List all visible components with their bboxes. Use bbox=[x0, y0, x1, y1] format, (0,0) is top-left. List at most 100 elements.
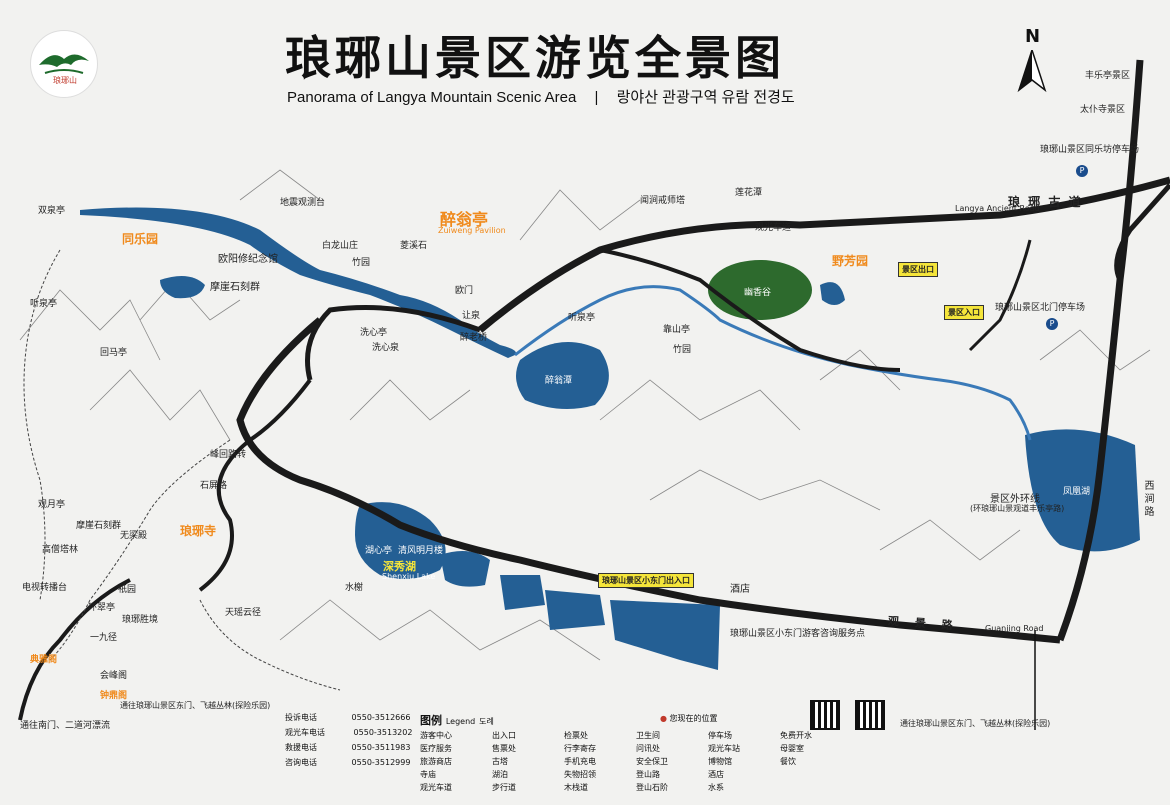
contact-inquiry: 咨询电话 0550-3512999 bbox=[285, 758, 411, 767]
lake-a bbox=[440, 551, 490, 587]
xixin-spring[interactable]: 洗心泉 bbox=[372, 343, 400, 353]
to-south-gate[interactable]: 通往南门、二道河漂流 bbox=[20, 721, 111, 731]
tingquan-pavilion[interactable]: 听泉亭 bbox=[30, 299, 58, 309]
langya-ancient-road bbox=[477, 176, 1170, 333]
bailong-villa[interactable]: 白龙山庄 bbox=[322, 241, 359, 251]
scenic-exit[interactable]: 景区出口 bbox=[898, 262, 938, 277]
fengle-area[interactable]: 丰乐亭景区 bbox=[1085, 71, 1131, 81]
stream-east bbox=[514, 285, 1032, 441]
moya-stone-carvings[interactable]: 摩崖石刻群 bbox=[210, 282, 260, 293]
xixin-pavilion[interactable]: 洗心亭 bbox=[360, 328, 388, 338]
tongle-parking[interactable]: 琅琊山景区同乐坊停车场 bbox=[1040, 145, 1140, 155]
youxiang-valley[interactable]: 幽香谷 bbox=[744, 288, 772, 298]
lingxi-stone[interactable]: 菱溪石 bbox=[400, 241, 428, 251]
small-east-gate[interactable]: 琅琊山景区小东门出入口 bbox=[598, 573, 694, 588]
water-bodies bbox=[80, 207, 1140, 670]
rang-spring[interactable]: 让泉 bbox=[462, 311, 481, 321]
shenxiu-lake bbox=[355, 502, 446, 579]
hotel[interactable]: 酒店 bbox=[730, 584, 750, 595]
tongle-garden[interactable]: 同乐园 bbox=[122, 232, 159, 246]
gaoseng-pagoda-forest[interactable]: 高僧塔林 bbox=[42, 545, 79, 555]
outer-ring-route-sub: (环琅琊山景观道丰乐亭路) bbox=[970, 504, 1065, 513]
location-pin-icon: ● bbox=[660, 714, 667, 723]
logo-text: 琅琊山 bbox=[53, 76, 77, 85]
moya-carvings-2[interactable]: 摩崖石刻群 bbox=[76, 521, 122, 531]
current-location: ● 您现在的位置 bbox=[660, 714, 718, 723]
legend-grid: 游客中心出入口检票处卫生间停车场免费开水 医疗服务售票处行李寄存问讯处观光车站母… bbox=[420, 730, 840, 800]
dianya-pavilion[interactable]: 典雅阁 bbox=[30, 655, 58, 665]
langya-temple[interactable]: 琅琊寺 bbox=[180, 524, 217, 538]
ouyangxiu-memorial[interactable]: 欧阳修纪念馆 bbox=[218, 254, 278, 265]
zhongding-pavilion[interactable]: 钟鼎阁 bbox=[100, 691, 128, 701]
wenjian-pagoda[interactable]: 闻涧戒师塔 bbox=[640, 196, 686, 206]
yefang-pond bbox=[820, 282, 845, 305]
road-xijian: 西 涧 路 bbox=[1142, 480, 1153, 517]
lotus-pond[interactable]: 莲花潭 bbox=[735, 188, 763, 198]
shenxiu-lake-en: Shenxiu Lake bbox=[382, 572, 436, 581]
shuangquan-pavilion[interactable]: 双泉亭 bbox=[38, 206, 66, 216]
contact-rescue: 救援电话 0550-3511983 bbox=[285, 743, 411, 752]
to-east-gate-2[interactable]: 通往琅琊山景区东门、飞越丛林(探险乐园) bbox=[900, 719, 1051, 728]
qr-code-icon[interactable] bbox=[855, 700, 885, 730]
parking-road bbox=[968, 239, 1032, 352]
qingfeng-mingyue-tower[interactable]: 清风明月楼 bbox=[398, 546, 444, 556]
lake-c bbox=[545, 590, 605, 630]
legend-row-3: 旅游商店古塔手机充电安全保卫博物馆餐饮 bbox=[420, 757, 796, 766]
qr-code-icon[interactable] bbox=[810, 700, 840, 730]
kaoshan-pavilion[interactable]: 靠山亭 bbox=[663, 325, 691, 335]
road-langya-ancient: 琅 琊 古 道 bbox=[1008, 195, 1083, 209]
tongle-pond bbox=[160, 276, 205, 299]
lake-d bbox=[610, 600, 720, 670]
legend-row-2: 医疗服务售票处行李寄存问讯处观光车站母婴室 bbox=[420, 744, 804, 753]
langya-shengjing[interactable]: 琅琊胜境 bbox=[122, 615, 159, 625]
logo: 琅琊山 bbox=[30, 30, 98, 98]
fenghuang-lake-label[interactable]: 凤凰湖 bbox=[1063, 487, 1091, 497]
huifeng-pavilion[interactable]: 会峰阁 bbox=[100, 671, 128, 681]
north-gate-parking[interactable]: 琅琊山景区北门停车场 bbox=[995, 303, 1086, 313]
shenxiu-lake-label[interactable]: 深秀湖 bbox=[383, 560, 416, 573]
zuiweng-pavilion-en: Zuiweng Pavilion bbox=[438, 226, 506, 235]
contact-complaint: 投诉电话 0550-3512666 bbox=[285, 713, 411, 722]
xijian-road bbox=[1056, 59, 1144, 642]
guanjing-road bbox=[236, 317, 1061, 644]
map-title: 琅琊山景区游览全景图 bbox=[285, 31, 785, 85]
ou-gate[interactable]: 欧门 bbox=[455, 286, 474, 296]
yefang-garden[interactable]: 野芳园 bbox=[832, 254, 869, 268]
road-guanjing-en: Guanjing Road bbox=[985, 624, 1044, 633]
footpaths bbox=[23, 249, 341, 691]
huxin-pavilion[interactable]: 湖心亭 bbox=[365, 546, 393, 556]
yijiu-path[interactable]: 一九径 bbox=[90, 633, 118, 643]
zuiweng-pond-label[interactable]: 醉翁潭 bbox=[545, 376, 573, 386]
tianyao-cloud-path[interactable]: 天瑶云径 bbox=[225, 608, 262, 618]
huima-pavilion[interactable]: 回马亭 bbox=[100, 348, 128, 358]
fenghui-lu-zhuan[interactable]: 峰回路转 bbox=[210, 450, 247, 460]
qiyuan[interactable]: 祇园 bbox=[118, 585, 137, 595]
seismic-station[interactable]: 地震观测台 bbox=[280, 198, 326, 208]
wuliang-hall[interactable]: 无梁殿 bbox=[120, 531, 148, 541]
huancui-pavilion[interactable]: 环翠亭 bbox=[88, 603, 116, 613]
tv-tower[interactable]: 电视转播台 bbox=[22, 583, 68, 593]
inner-road-c bbox=[599, 248, 901, 372]
taipu-area[interactable]: 太仆寺景区 bbox=[1080, 105, 1126, 115]
to-east-gate[interactable]: 通往琅琊山景区东门、飞越丛林(探险乐园) bbox=[120, 701, 271, 710]
zuiweng-pavilion[interactable]: 醉翁亭 bbox=[440, 210, 489, 229]
waterside-pavilion[interactable]: 水榭 bbox=[345, 583, 364, 593]
legend-row-5: 观光车道步行道木栈道登山石阶水系 bbox=[420, 783, 724, 792]
title-separator: | bbox=[594, 89, 599, 106]
bamboo-garden-2[interactable]: 竹园 bbox=[673, 345, 692, 355]
guanyue-pavilion[interactable]: 观月亭 bbox=[38, 500, 66, 510]
legend-row-1: 游客中心出入口检票处卫生间停车场免费开水 bbox=[420, 731, 812, 740]
logo-mountain-icon bbox=[39, 54, 89, 74]
east-connector bbox=[1114, 183, 1170, 282]
visitor-info-point[interactable]: 琅琊山景区小东门游客咨询服务点 bbox=[730, 629, 866, 639]
compass-label: N bbox=[1025, 26, 1041, 47]
outer-ring-route[interactable]: 景区外环线 bbox=[990, 494, 1040, 505]
scenic-entrance[interactable]: 景区入口 bbox=[944, 305, 984, 320]
bamboo-garden[interactable]: 竹园 bbox=[352, 258, 371, 268]
tingquan-pavilion-2[interactable]: 听泉亭 bbox=[568, 313, 596, 323]
compass: N bbox=[1015, 26, 1049, 96]
shiping-road[interactable]: 石屏路 bbox=[200, 481, 228, 491]
zuilao-bridge[interactable]: 醉老桥 bbox=[460, 333, 488, 343]
title-en: Panorama of Langya Mountain Scenic Area bbox=[287, 89, 577, 106]
contact-shuttle: 观光车电话 0550-3513202 bbox=[285, 728, 413, 737]
